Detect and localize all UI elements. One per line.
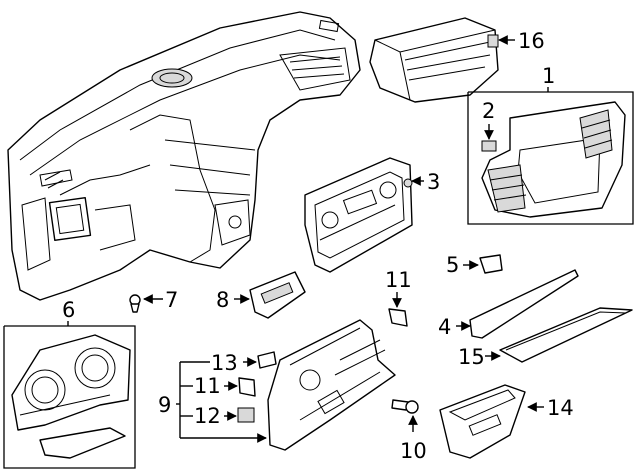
callout-14: 14 [547,396,574,420]
callout-4: 4 [438,315,451,339]
part-9-glove-box-frame [267,319,396,451]
callout-8: 8 [216,288,229,312]
part-15-long-trim [499,307,633,363]
part-1-bezel [481,101,626,218]
callout-15: 15 [458,345,485,369]
callout-10: 10 [400,439,427,463]
part-6-instrument-cluster [11,334,131,459]
part-14-glove-box [439,384,526,459]
callout-3: 3 [427,170,440,194]
instrument-panel [7,11,361,301]
part-13-clip [257,351,277,369]
part-4-trim-panel [469,269,579,339]
part-11-bracket-left [238,377,256,397]
callout-6: 6 [62,298,75,322]
part-12-nut [237,407,255,423]
part-5-clip [479,254,503,274]
callout-5: 5 [446,253,459,277]
callout-12: 12 [194,404,221,428]
part-11-bracket [388,308,408,327]
part-7-push-pin [129,294,141,313]
part-10-screw [391,399,419,414]
part-8-switch-module [249,271,306,319]
callout-13: 13 [211,351,238,375]
callout-7: 7 [165,288,178,312]
callout-2: 2 [482,99,495,123]
callout-1: 1 [542,64,555,88]
callout-11-right: 11 [385,268,412,292]
callout-9: 9 [158,393,171,417]
callout-16: 16 [518,29,545,53]
part-2-clip [481,140,497,152]
part-16-storage-module [369,17,499,103]
callout-11-left: 11 [194,374,221,398]
part-3-climate-control [304,157,413,273]
